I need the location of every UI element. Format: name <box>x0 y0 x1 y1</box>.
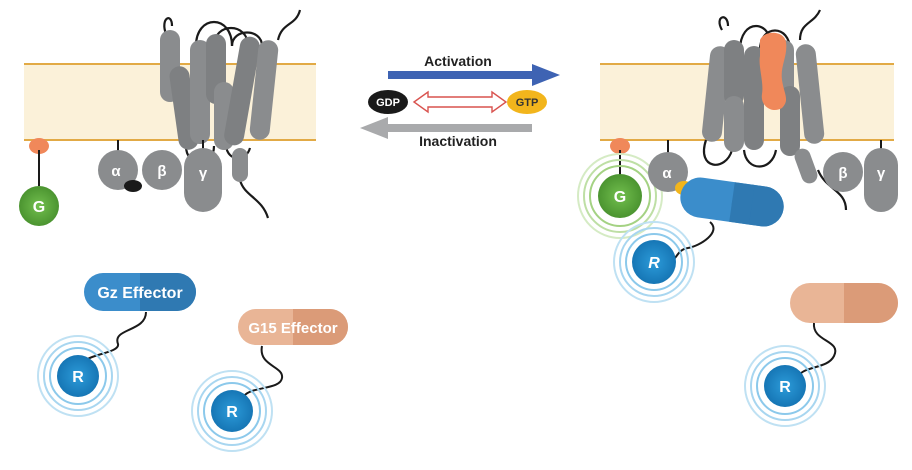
right-g-label: G <box>614 189 626 206</box>
right-reporter-1-label: R <box>648 255 660 272</box>
right-g-protein-anchor: G <box>577 138 663 239</box>
left-receptor-helices <box>160 30 279 182</box>
left-panel: G α β γ Gz Effector R <box>19 9 348 452</box>
right-beta-label: β <box>838 165 847 182</box>
left-gamma-label: γ <box>199 165 208 182</box>
inactivation-arrow <box>360 117 532 139</box>
left-gamma-subunit <box>184 148 222 212</box>
gdp-label: GDP <box>376 97 400 109</box>
right-g15-effector-group: R <box>744 283 898 427</box>
left-alpha-label: α <box>111 163 121 180</box>
right-alpha-subunit <box>648 152 688 192</box>
left-beta-subunit <box>142 150 182 190</box>
left-heterotrimer: α β γ <box>98 140 222 212</box>
left-reporter-2-label: R <box>226 404 238 421</box>
left-alpha-subunit <box>98 150 138 190</box>
left-g-label: G <box>33 199 45 216</box>
left-g-subunit <box>19 186 59 226</box>
right-beta-subunit <box>823 152 863 192</box>
activation-label: Activation <box>424 53 492 69</box>
transition-arrows: Activation GDP GTP Inactivation <box>360 53 560 149</box>
right-g-subunit <box>598 174 642 218</box>
inactivation-label: Inactivation <box>419 133 497 149</box>
right-reporter-2-label: R <box>779 379 791 396</box>
left-g15-effector-group: G15 Effector R <box>191 309 348 452</box>
left-reporter-1 <box>57 355 99 397</box>
right-beta-gamma: β γ <box>823 140 898 212</box>
left-gdp-dot <box>124 180 142 192</box>
right-receptor-helices <box>702 32 825 184</box>
right-ligand <box>759 32 787 111</box>
right-bound-gz-effector: R <box>613 177 784 303</box>
left-beta-label: β <box>157 163 166 180</box>
right-gamma-label: γ <box>877 165 886 182</box>
left-reporter-1-label: R <box>72 369 84 386</box>
left-g15-effector-label: G15 Effector <box>248 320 337 337</box>
left-gz-effector-group: Gz Effector R <box>37 273 196 417</box>
right-alpha-label: α <box>662 165 672 182</box>
left-reporter-2 <box>211 390 253 432</box>
activation-arrow <box>388 64 560 86</box>
right-reporter-2 <box>764 365 806 407</box>
right-panel: G α R β γ <box>577 9 898 427</box>
gtp-badge <box>507 90 547 114</box>
gtp-label: GTP <box>516 97 539 109</box>
gdp-badge <box>368 90 408 114</box>
left-g-protein-anchor: G <box>19 138 59 226</box>
right-gamma-subunit <box>864 148 898 212</box>
right-reporter-1 <box>632 240 676 284</box>
left-gz-effector-label: Gz Effector <box>97 285 182 302</box>
gdp-gtp-exchange-arrow <box>412 90 508 114</box>
